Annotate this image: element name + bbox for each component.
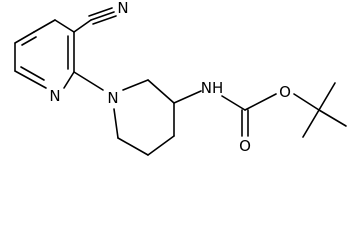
bond-piperidine-6 [113, 108, 119, 139]
bond-nitrile-triple-2 [88, 7, 113, 17]
bonds [14, 7, 347, 156]
bond-pyridine-5 [14, 70, 47, 89]
bond-pyridine-2 [54, 19, 75, 33]
bond-pyridine-to-piperidine [73, 71, 104, 91]
chemical-structure-diagram: N N N NH O O [14, 0, 347, 156]
atom-label-nitrile-n: N [117, 0, 128, 17]
bond-pyridine-1 [33, 19, 56, 33]
bond-ester-o-to-tbutyl [293, 93, 320, 111]
bond-tbutyl-methyl-3 [318, 82, 336, 111]
atom-label-amide-nh: NH [201, 79, 224, 97]
bond-pyridine-7 [14, 31, 35, 44]
bond-carbonyl-to-ester-o [244, 93, 277, 111]
bond-pyridine-double-1 [21, 36, 37, 46]
atom-label-carbonyl-o: O [239, 137, 251, 155]
bond-piperidine-4 [147, 135, 175, 156]
bond-piperidine-1 [122, 79, 149, 91]
bond-tbutyl-methyl-2 [318, 109, 347, 127]
atom-label-ester-o: O [279, 83, 291, 101]
bond-nitrile-triple-3 [92, 15, 117, 25]
bond-pyridine-double-3 [20, 66, 45, 81]
bond-tbutyl-methyl-1 [302, 109, 320, 138]
bond-piperidine-2 [147, 79, 175, 104]
bond-pyridine-4 [63, 71, 75, 89]
bond-to-amide-n [173, 90, 202, 104]
bond-amide-n-to-carbonyl [221, 95, 246, 111]
atom-label-piperidine-n: N [107, 89, 118, 107]
atom-labels: N N N NH O O [49, 0, 291, 155]
atom-label-pyridine-n: N [49, 87, 60, 105]
bond-piperidine-5 [117, 137, 149, 156]
bond-to-nitrile-carbon [73, 19, 92, 33]
bond-nitrile-triple-1 [90, 11, 115, 21]
